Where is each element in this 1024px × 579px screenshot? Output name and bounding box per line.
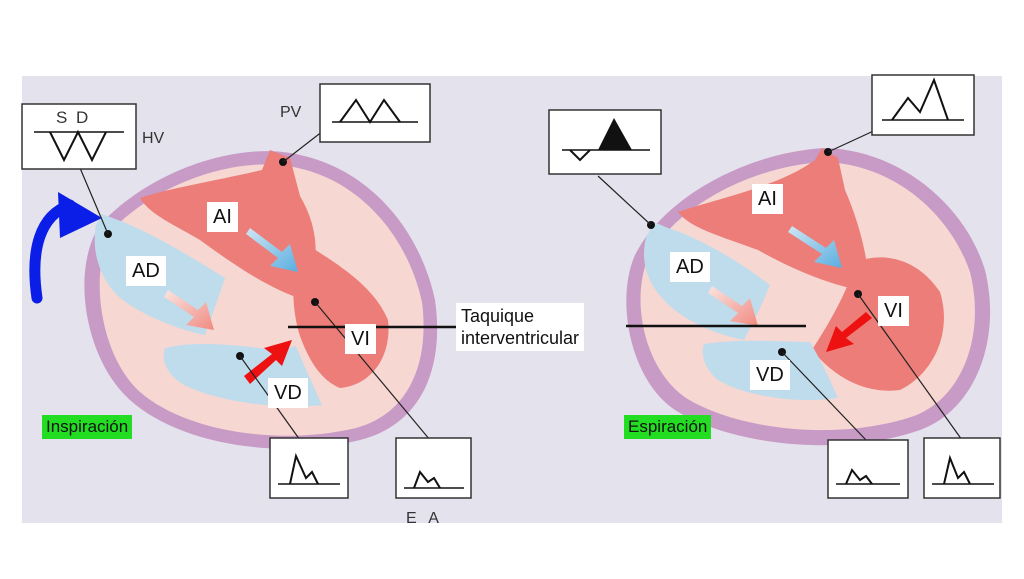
chamber-label-ad-left: AD (126, 256, 166, 286)
septum-label: Taquique interventricular (456, 303, 585, 351)
phase-badge-expiration: Espiración (624, 415, 712, 439)
chamber-label-ai-right: AI (752, 184, 783, 214)
septal-shift-arrow-right (826, 312, 872, 352)
septal-shift-arrow-left (244, 340, 292, 384)
septum-label-line-2: interventricular (461, 328, 580, 348)
septum-label-line-1: Taquique (461, 306, 535, 326)
tricuspid-leader-right (781, 351, 867, 441)
la-flow-arrow-right (788, 226, 842, 268)
phase-badge-inspiration: Inspiración (42, 415, 133, 439)
ra-flow-arrow-left (164, 290, 214, 330)
venous-return-arrowhead (58, 192, 102, 238)
hv-label: HV (142, 130, 165, 147)
pv-label: PV (280, 104, 302, 121)
hepatic-vein-waveform (21, 103, 137, 170)
hepatic-vein-waveform-right (548, 109, 662, 175)
ra-flow-arrow-right (708, 286, 758, 326)
chamber-label-vd-right: VD (750, 360, 790, 390)
pulmonary-vein-waveform-right (871, 74, 975, 136)
chamber-label-vi-left: VI (345, 324, 376, 354)
pulmonary-vein-waveform (319, 83, 431, 143)
hepatic-waveform-letters: S D (56, 108, 91, 127)
mitral-waveform-letters: E A (406, 510, 443, 527)
right-heart (548, 74, 1001, 499)
tricuspid-waveform-left (269, 437, 349, 499)
chamber-label-ai-left: AI (207, 202, 238, 232)
left-ventricle-right (812, 257, 944, 391)
mitral-waveform-right (923, 437, 1001, 499)
la-flow-arrow-left (246, 228, 298, 272)
mitral-waveform-left (395, 437, 472, 499)
left-heart (21, 83, 472, 499)
mitral-leader-left (314, 301, 431, 441)
tricuspid-waveform-right (827, 439, 909, 499)
chamber-label-vd-left: VD (268, 378, 308, 408)
chamber-label-vi-right: VI (878, 296, 909, 326)
hv-leader-right (597, 175, 652, 226)
mitral-leader-right (857, 293, 963, 441)
hv-leader (79, 167, 109, 235)
chamber-label-ad-right: AD (670, 252, 710, 282)
